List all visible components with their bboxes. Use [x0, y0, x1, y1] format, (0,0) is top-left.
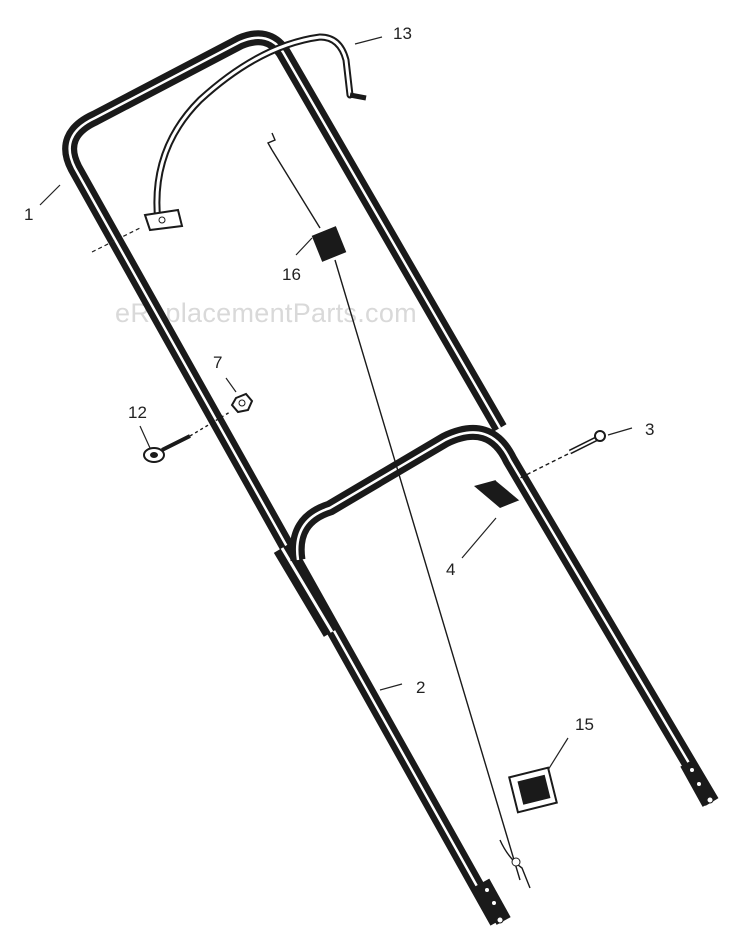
leader-line-16 — [295, 237, 313, 256]
callout-7: 7 — [213, 353, 222, 372]
callout-2: 2 — [416, 678, 425, 697]
callout-12: 12 — [128, 403, 147, 422]
leader-line-1 — [39, 184, 61, 206]
callout-13: 13 — [393, 24, 412, 43]
leader-line-4 — [461, 517, 497, 559]
callout-15: 15 — [575, 715, 594, 734]
leader-line-2 — [379, 683, 403, 691]
knob-bolt-part — [143, 411, 231, 463]
leader-line-13 — [354, 36, 383, 45]
callout-3: 3 — [645, 420, 654, 439]
callout-16: 16 — [282, 265, 301, 284]
decal-part — [508, 766, 558, 814]
leader-line-15 — [547, 737, 569, 771]
upper-handle-part — [62, 30, 511, 926]
control-bail-part — [143, 33, 367, 232]
lower-handle-part — [289, 425, 719, 807]
cable-guide-part — [474, 479, 521, 508]
callout-4: 4 — [446, 560, 455, 579]
leader-line-7 — [225, 377, 237, 393]
leader-line-3 — [607, 427, 633, 436]
carriage-bolt-part — [519, 430, 606, 479]
callout-1: 1 — [24, 205, 33, 224]
leader-line-extra — [91, 227, 141, 253]
control-cable-part — [267, 132, 531, 889]
nut-part — [230, 392, 254, 414]
leader-line-12 — [139, 425, 151, 449]
